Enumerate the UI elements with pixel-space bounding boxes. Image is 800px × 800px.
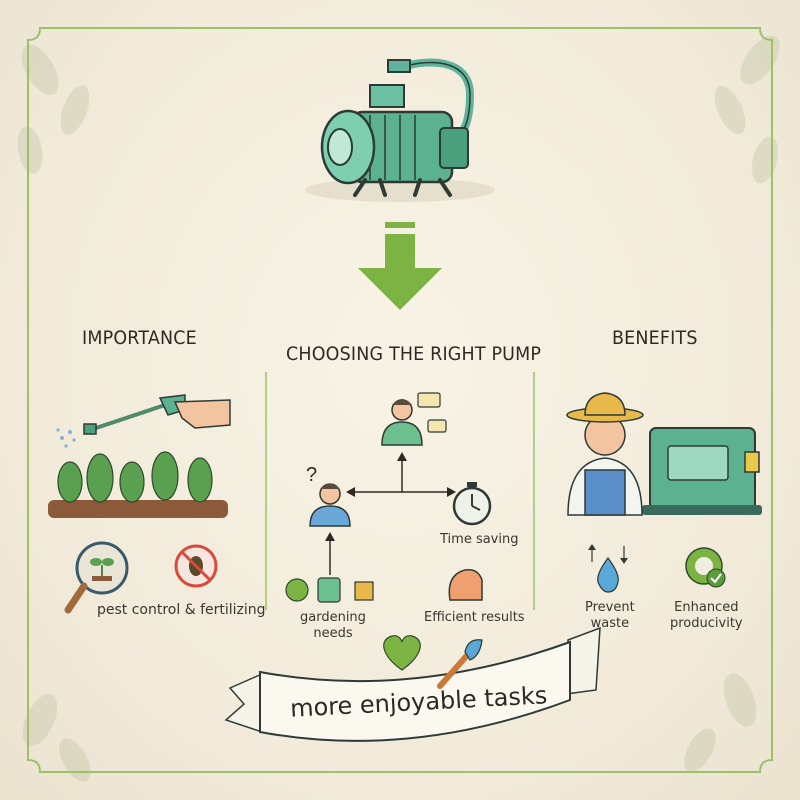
strong-arm-icon — [448, 568, 483, 601]
corner-leaves — [17, 35, 780, 782]
question-mark: ? — [306, 464, 318, 486]
heart-icon — [383, 635, 421, 671]
heading-benefits: BENEFITS — [612, 327, 698, 349]
importance-caption: pest control & fertilizing — [97, 602, 266, 618]
ribbon-banner — [224, 626, 601, 742]
heading-importance: IMPORTANCE — [82, 327, 197, 349]
water-pump-icon — [305, 58, 495, 202]
stopwatch-icon — [452, 482, 492, 526]
decorative-frame — [27, 27, 773, 773]
heading-choosing: CHOOSING THE RIGHT PUMP — [286, 343, 542, 365]
trowel-icon — [437, 639, 483, 689]
magnifier-sprout-icon — [64, 541, 129, 614]
farmer-with-pump-icon — [566, 392, 762, 516]
gardening-needs-icons — [285, 577, 374, 603]
down-arrow-icon — [358, 222, 442, 310]
water-drop-icon — [588, 544, 628, 593]
gear-check-icon — [685, 547, 726, 588]
efficient-results-label: Efficient results — [424, 610, 525, 625]
choosing-diagram — [325, 452, 456, 575]
prevent-waste-label: Prevent waste — [585, 600, 635, 631]
advisor-person-icon — [381, 392, 447, 446]
thinking-person-icon — [309, 483, 351, 527]
plants-row-icon — [48, 451, 228, 518]
time-saving-label: Time saving — [440, 532, 519, 547]
no-pest-icon — [174, 544, 218, 588]
enhanced-productivity-label: Enhanced producivity — [670, 600, 743, 631]
sprayer-hand-icon — [56, 394, 231, 448]
gardening-needs-label: gardening needs — [300, 610, 366, 641]
